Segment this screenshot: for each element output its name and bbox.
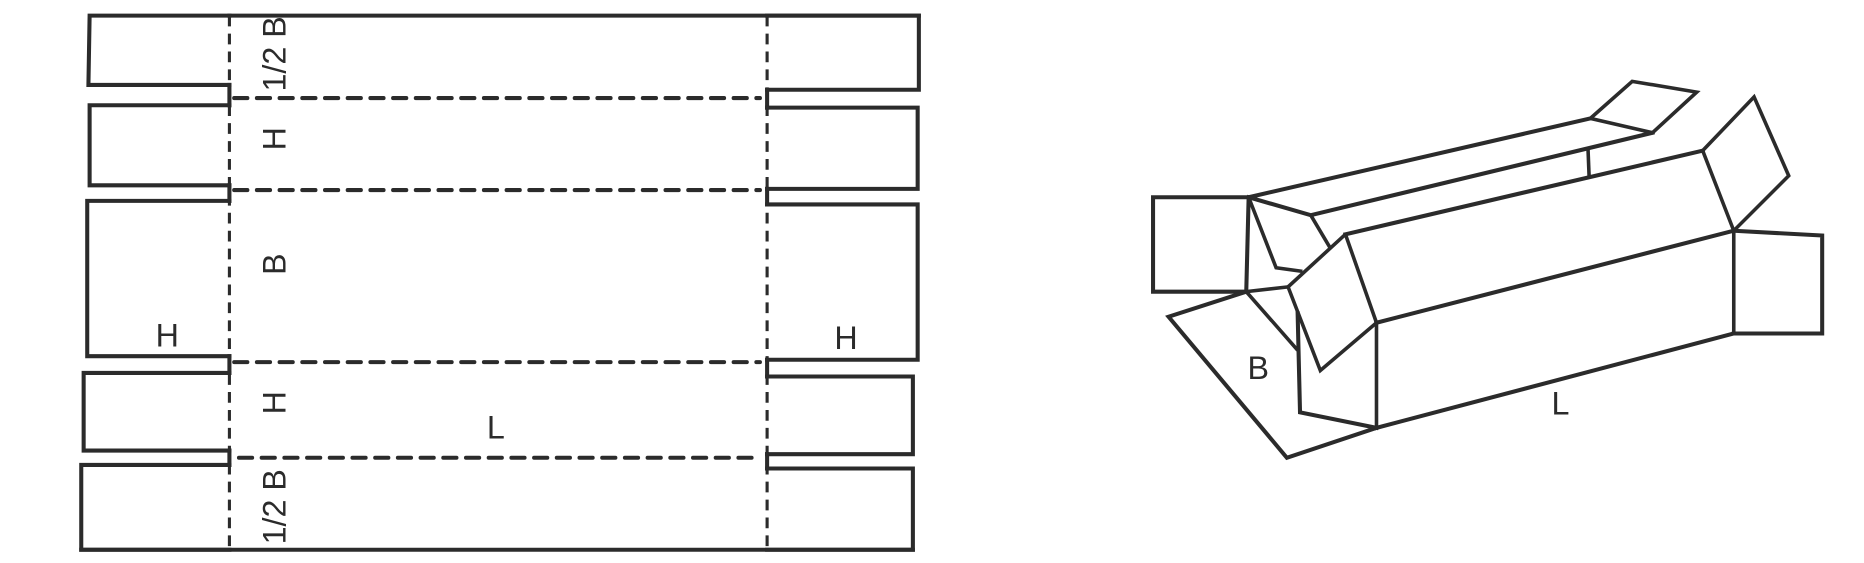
flat-dieline: 1/2 B H B H 1/2 B H H L: [79, 13, 921, 552]
panel-label-half-b-top: 1/2 B: [257, 16, 293, 91]
right-end-flap: [1731, 228, 1825, 336]
inner-flap-edge: [1286, 232, 1347, 289]
right-top-flap: [1700, 93, 1791, 234]
right-flap-label-h: H: [834, 320, 857, 356]
end-panel: [1295, 311, 1379, 431]
bottom-flap-crease: [1244, 290, 1299, 352]
right-flap-5: [765, 466, 915, 552]
left-flap-5: [79, 462, 232, 552]
side-top-edge: [1342, 148, 1706, 237]
panel-label-b: B: [257, 253, 293, 275]
length-label-l-3d: L: [1552, 386, 1570, 422]
left-flap-2: [87, 103, 232, 188]
panel-label-h-top: H: [257, 127, 293, 150]
left-end-flap: [1151, 195, 1251, 294]
right-flap-4: [765, 374, 915, 457]
box-3d-view: B L: [1151, 79, 1825, 461]
bottom-long-edge: [1374, 330, 1737, 431]
top-panel-crease: [1586, 148, 1591, 179]
left-flap-label-h: H: [156, 318, 179, 354]
side-left-edge: [1343, 233, 1379, 324]
top-back-edge: [1246, 115, 1593, 200]
length-label-l: L: [487, 410, 505, 446]
middle-long-edge: [1374, 228, 1737, 326]
right-flap-2: [765, 105, 920, 191]
left-flap-4: [81, 370, 232, 453]
panel-label-h-bottom: H: [257, 391, 293, 414]
inner-edge-1: [1309, 214, 1332, 249]
panel-label-half-b-bottom: 1/2 B: [257, 469, 293, 544]
right-flap-1: [765, 13, 921, 92]
bottom-end-flap: [1165, 289, 1380, 461]
right-flap-3: [765, 202, 920, 362]
top-tuck-flap: [1586, 79, 1701, 135]
left-flap-1: [86, 13, 232, 87]
width-label-b: B: [1247, 350, 1269, 386]
dust-flap-left: [1246, 196, 1303, 274]
left-flap-3: [85, 198, 232, 359]
inner-flap: [1246, 284, 1378, 374]
top-panel-edge: [1246, 130, 1655, 218]
